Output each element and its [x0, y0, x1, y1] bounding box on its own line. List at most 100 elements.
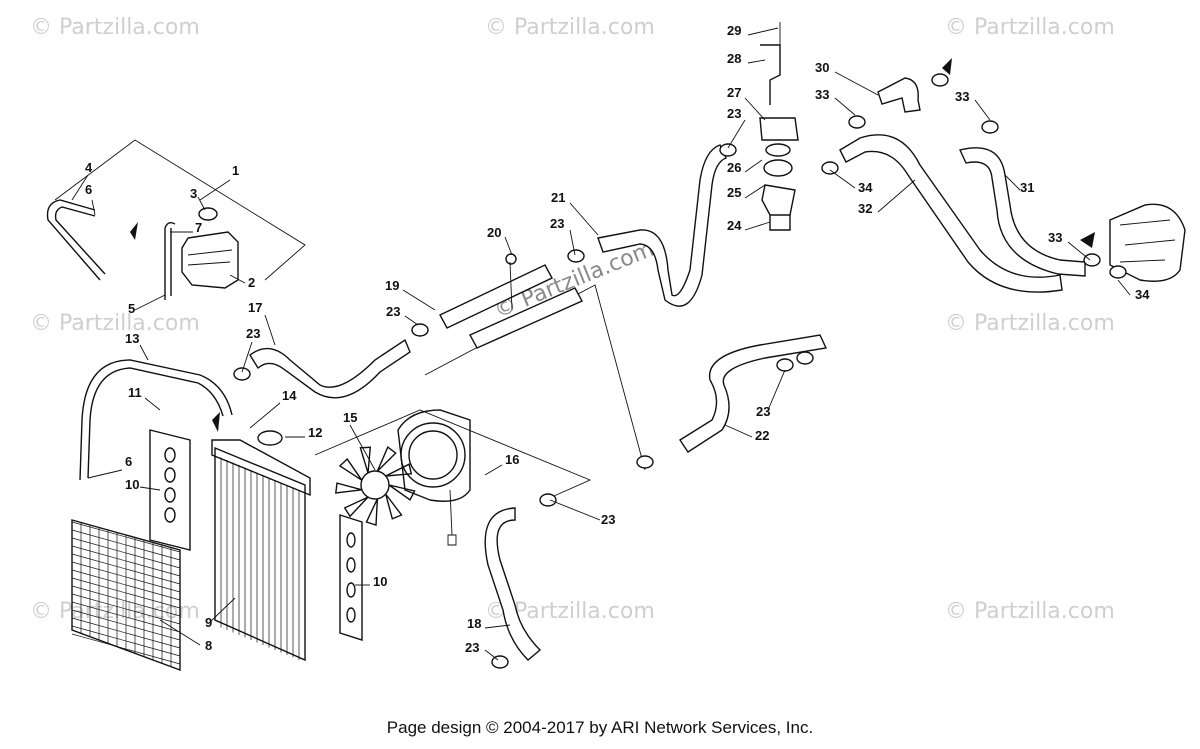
mesh-line: [71, 577, 181, 609]
leader-c27: [744, 97, 766, 121]
leader-c25: [744, 184, 766, 199]
leader-c34b: [1117, 279, 1131, 296]
callout-c33c: 33: [1048, 230, 1062, 245]
pump-housing: [1109, 203, 1186, 282]
callout-c33b: 33: [955, 89, 969, 104]
hose-32-body: [839, 134, 1063, 293]
callout-c23f: 23: [601, 512, 615, 527]
hose-clamp: [1083, 253, 1101, 267]
callout-c11: 11: [128, 385, 142, 400]
overflow-tube-bend: [164, 221, 176, 229]
coolant-reservoir: [164, 207, 239, 300]
hose-clamp: [719, 143, 737, 157]
radiator-cap-12: [257, 430, 283, 446]
radiator-top-tank: [211, 439, 311, 497]
fan-assembly-outline: [314, 409, 592, 501]
thermostat-25: [763, 159, 793, 177]
hose-18: [484, 507, 542, 661]
watermark-bottom-left: © Partzilla.com: [30, 599, 200, 624]
leader-c3: [197, 196, 206, 211]
callout-c23d: 23: [727, 106, 741, 121]
callout-c24: 24: [727, 218, 742, 233]
hose-21: [597, 144, 727, 307]
reservoir-assembly-outline: [54, 139, 306, 281]
callout-c29: 29: [727, 23, 741, 38]
mesh-line: [71, 601, 181, 633]
callout-c19: 19: [385, 278, 399, 293]
hose-18-body: [484, 507, 542, 661]
direction-arrow-c: [1080, 232, 1095, 248]
watermark-group: © Partzilla.com © Partzilla.com © Partzi…: [30, 15, 1115, 624]
pump-ribs: [1119, 219, 1176, 263]
callout-c34a: 34: [858, 180, 873, 195]
vent-hose-outer: [46, 199, 101, 281]
leader-c23d: [727, 119, 746, 149]
callout-c14: 14: [282, 388, 297, 403]
direction-arrow-d: [942, 58, 952, 75]
fan-connector: [447, 489, 457, 546]
bracket-hole: [346, 582, 356, 598]
hose-clamp: [821, 161, 839, 175]
footer-copyright: Page design © 2004-2017 by ARI Network S…: [386, 718, 814, 737]
leader-c19: [402, 289, 436, 311]
fan-blade: [343, 496, 369, 518]
fan-blade: [359, 446, 372, 474]
leader-c30: [834, 71, 879, 96]
mesh-line: [71, 561, 181, 593]
callout-labels: 1234566789101011121314151617181920212223…: [85, 23, 1150, 655]
hose-clamp: [539, 493, 557, 507]
hose-17-body: [249, 338, 411, 399]
callout-c23b: 23: [386, 304, 400, 319]
hose-31-body: [959, 147, 1086, 277]
leader-c2: [229, 274, 246, 284]
bracket-hole: [164, 447, 176, 463]
thermostat-cover-27: [759, 117, 799, 141]
callout-c26: 26: [727, 160, 741, 175]
mesh-line: [71, 625, 181, 657]
callout-c23c: 23: [550, 216, 564, 231]
hose-clamp: [1109, 265, 1127, 279]
hose-clamp: [981, 120, 999, 134]
hose-clamp: [776, 358, 794, 372]
fan-blade: [365, 498, 379, 526]
radiator-core: [214, 446, 306, 662]
tube-19-upper: [439, 264, 553, 329]
gasket-26: [765, 143, 791, 157]
hose-13: [79, 359, 233, 481]
leader-c11: [144, 397, 161, 411]
vent-hose: [46, 199, 138, 281]
callout-c27: 27: [727, 85, 741, 100]
callout-leader-lines: [71, 27, 1131, 661]
callout-c3: 3: [190, 186, 197, 201]
callout-c9: 9: [205, 615, 212, 630]
reservoir-body: [181, 231, 239, 289]
bracket-hole: [164, 487, 176, 503]
hose-clamp: [636, 455, 654, 469]
leader-c22: [724, 424, 753, 438]
callout-c20: 20: [487, 225, 501, 240]
bracket-10-left-plate: [149, 429, 191, 551]
hose-30-body: [877, 77, 921, 113]
hose-clamp: [491, 655, 509, 669]
direction-arrow-b: [212, 412, 220, 432]
callout-c10b: 10: [373, 574, 387, 589]
hose-clamp: [796, 351, 814, 365]
callout-c7: 7: [195, 220, 202, 235]
bracket-hole: [346, 532, 356, 548]
bracket-hole: [164, 507, 176, 523]
hose-32: [839, 134, 1063, 293]
hose-13-outer: [79, 359, 233, 481]
thermostat-assembly: [759, 22, 799, 231]
bracket-hole: [346, 607, 356, 623]
cooling-fan: [334, 409, 471, 546]
bolt-20: [509, 261, 513, 311]
thermostat-housing-24: [761, 184, 796, 216]
mesh-line: [71, 569, 181, 601]
leader-c13: [139, 344, 149, 361]
hose-21-body: [597, 144, 727, 307]
mesh-line: [71, 553, 181, 585]
tube-19-lower: [469, 287, 583, 349]
hose-clamp: [411, 323, 429, 337]
callout-c4: 4: [85, 160, 93, 175]
bracket-10-right-plate: [339, 514, 363, 641]
